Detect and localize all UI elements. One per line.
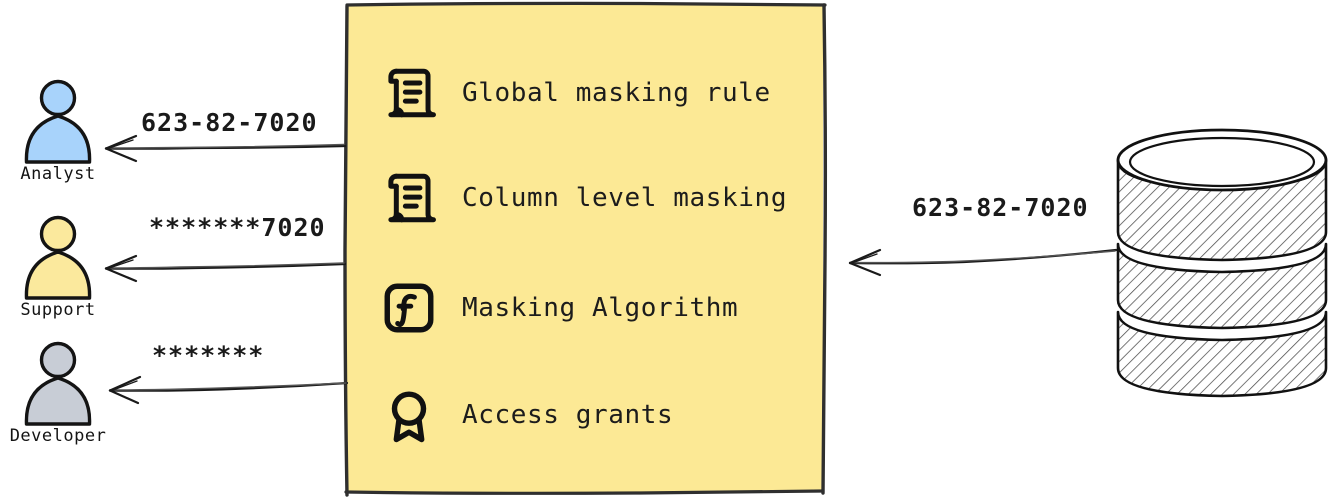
persona-analyst[interactable]: Analyst	[0, 78, 118, 184]
scroll-document-icon	[388, 68, 436, 118]
policy-item-column-level-masking[interactable]: Column level masking	[380, 166, 787, 230]
policy-item-list: Global masking rule Column level masking	[346, 4, 823, 492]
person-avatar-icon	[24, 79, 92, 164]
policy-item-masking-algorithm[interactable]: Masking Algorithm	[380, 276, 738, 340]
policy-panel: Global masking rule Column level masking	[346, 4, 823, 492]
persona-developer[interactable]: Developer	[0, 340, 118, 446]
person-avatar-icon	[24, 215, 92, 300]
flow-label-analyst: 623-82-7020	[141, 108, 318, 137]
persona-support[interactable]: Support	[0, 214, 118, 320]
flow-label-database: 623-82-7020	[912, 193, 1089, 222]
policy-item-label: Column level masking	[462, 183, 788, 213]
flow-label-developer: *******	[152, 341, 265, 370]
function-box-icon	[384, 283, 434, 333]
arrow-policy-to-support	[104, 254, 347, 283]
arrow-policy-to-developer	[108, 375, 349, 405]
policy-item-access-grants[interactable]: Access grants	[380, 383, 673, 447]
policy-item-label: Masking Algorithm	[462, 293, 739, 323]
policy-item-global-masking-rule[interactable]: Global masking rule	[380, 61, 771, 125]
award-ribbon-icon	[391, 391, 427, 443]
arrow-policy-to-analyst	[104, 134, 347, 163]
scroll-document-icon	[388, 173, 436, 223]
persona-label: Developer	[9, 426, 107, 446]
persona-label: Analyst	[20, 164, 96, 184]
person-avatar-icon	[24, 341, 92, 426]
policy-item-label: Access grants	[462, 400, 674, 430]
policy-item-label: Global masking rule	[462, 78, 771, 108]
database-cylinder-icon[interactable]	[1104, 116, 1340, 408]
flow-label-support: *******7020	[149, 213, 326, 242]
arrow-database-to-policy	[848, 248, 1118, 277]
persona-label: Support	[20, 300, 96, 320]
